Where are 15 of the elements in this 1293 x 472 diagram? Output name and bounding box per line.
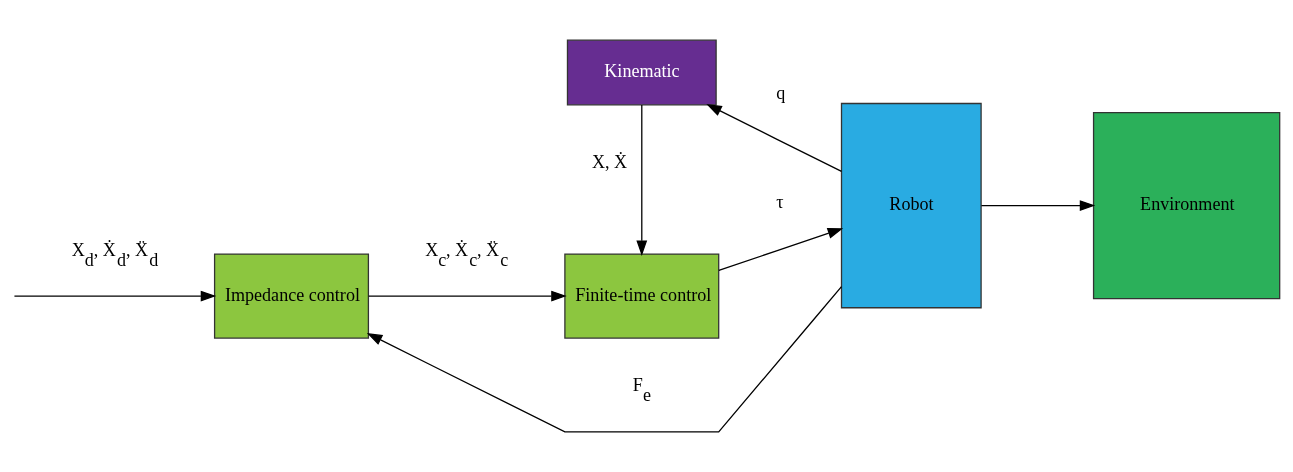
edge-label: X, Ẋ [592,152,628,173]
node-box: Environment [1092,111,1281,300]
arrow [706,104,843,173]
node-box: Robot [840,102,982,309]
node-box: Impedance control [213,253,370,339]
arrow [718,228,844,272]
edge-label: τ [776,191,784,212]
arrow [980,200,1096,212]
arrow [366,286,843,433]
arrow [13,290,217,302]
edge-label: q [776,83,786,104]
node-box: Finite-time control [564,253,720,339]
node-box: Kinematic [566,39,717,106]
arrow [368,290,567,302]
arrow [636,104,648,256]
